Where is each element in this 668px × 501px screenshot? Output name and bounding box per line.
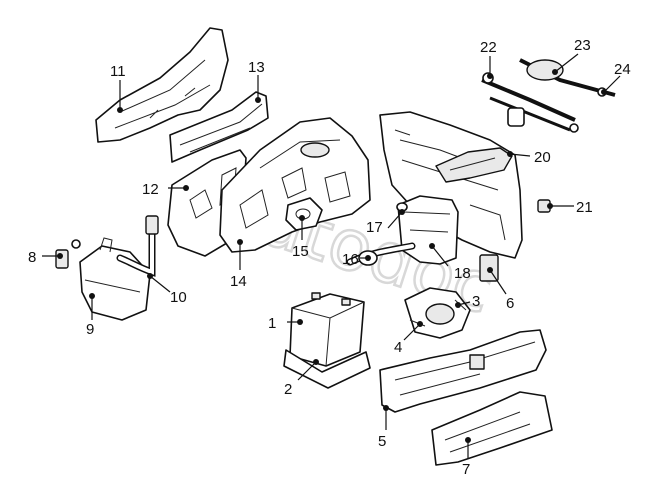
callout-9: 9 <box>86 321 94 338</box>
part-firewall-bulkhead <box>379 111 523 259</box>
callout-5: 5 <box>378 433 386 450</box>
callout-10: 10 <box>170 289 187 306</box>
part-22-24-wiper-linkage <box>481 58 616 133</box>
callout-8: 8 <box>28 249 36 266</box>
part-1-battery <box>289 292 365 367</box>
callout-labels: 1 2 3 4 5 6 7 8 9 10 11 12 13 14 15 16 1… <box>28 37 631 478</box>
callout-18: 18 <box>454 265 471 282</box>
part-14-wheelhouse-assembly <box>219 117 371 253</box>
callout-21: 21 <box>576 199 593 216</box>
callout-20: 20 <box>534 149 551 166</box>
callout-23: 23 <box>574 37 591 54</box>
callout-12: 12 <box>142 181 159 198</box>
part-20-cowl-bracket <box>435 147 513 183</box>
callout-7: 7 <box>462 461 470 478</box>
part-2-battery-tray <box>283 349 371 389</box>
callout-15: 15 <box>292 243 309 260</box>
callout-24: 24 <box>614 61 631 78</box>
part-15-mounting-bracket <box>285 197 323 231</box>
callout-6: 6 <box>506 295 514 312</box>
callout-14: 14 <box>230 273 247 290</box>
callout-2: 2 <box>284 381 292 398</box>
callout-22: 22 <box>480 39 497 56</box>
callout-3: 3 <box>472 293 480 310</box>
leader-lines <box>42 53 621 458</box>
callout-11: 11 <box>110 63 126 80</box>
callout-17: 17 <box>366 219 383 236</box>
part-9-washer-reservoir <box>79 237 151 321</box>
part-7-reinforcement-plate <box>431 391 553 466</box>
callout-4: 4 <box>394 339 402 356</box>
callout-16: 16 <box>342 251 359 268</box>
part-5-side-member <box>379 329 547 413</box>
callout-13: 13 <box>248 59 265 76</box>
part-11-strut-tower-panel <box>95 27 229 143</box>
callout-1: 1 <box>268 315 276 332</box>
part-13-reinforcement-rail <box>169 91 269 163</box>
part-10-washer-pump <box>116 215 159 277</box>
